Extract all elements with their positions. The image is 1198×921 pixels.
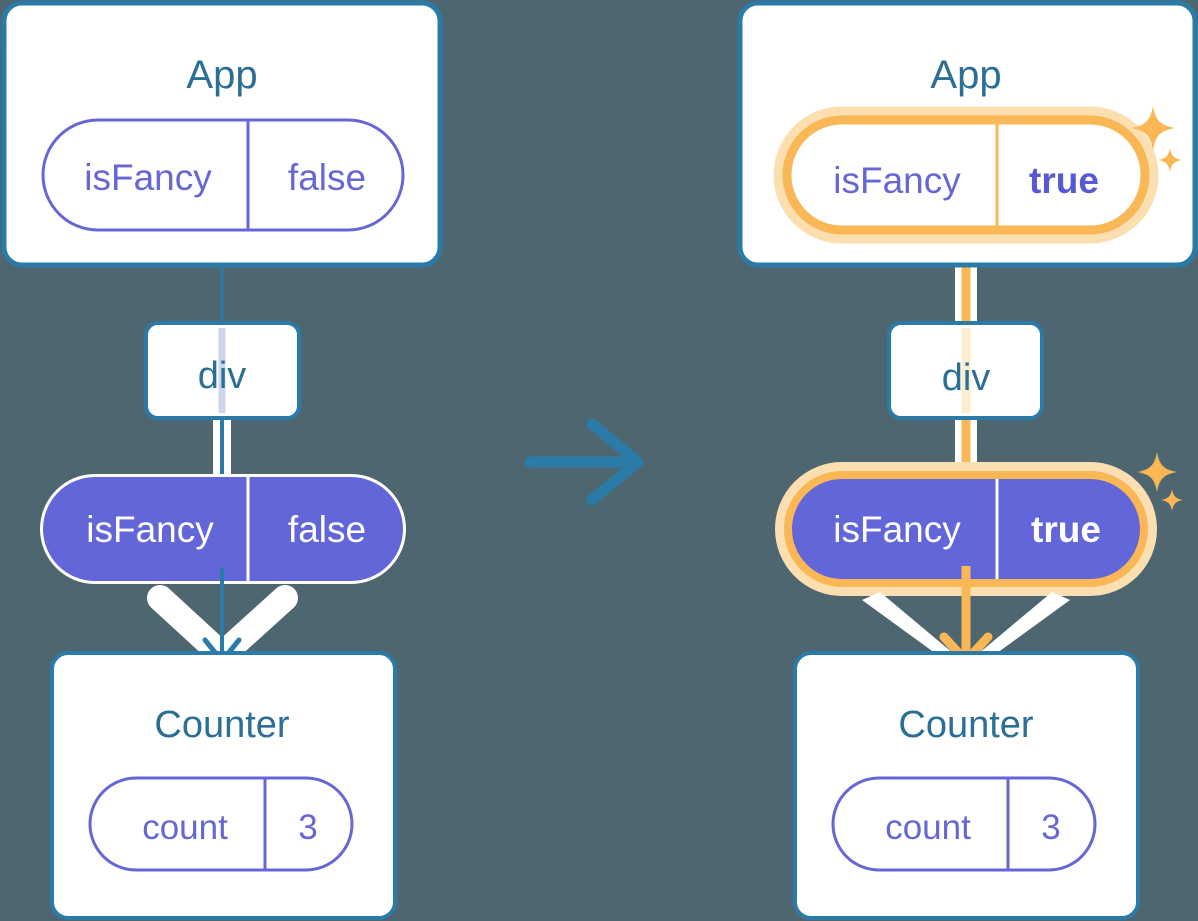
div-node-after: div [887,321,1044,420]
arrow-wing-left-after [862,592,966,664]
prop-pill-value-after: true [1031,509,1101,550]
counter-card-title: Counter [154,704,290,746]
prop-to-counter-arrow-after [862,566,1070,666]
app-state-pill-glow-after [773,106,1159,244]
prop-pill-key: isFancy [86,509,214,550]
prop-pill-body [43,477,403,581]
app-state-pill-after: isFancy true [773,106,1159,244]
counter-state-pill-body [88,776,354,872]
counter-state-pill: count 3 [88,776,354,872]
app-state-pill-body-after [782,115,1150,235]
app-state-pill-value-after: true [1029,160,1099,201]
counter-state-pill-key: count [142,808,228,847]
app-state-pill-key: isFancy [84,157,212,198]
div-node: div [144,321,301,420]
panel-after: App isFancy true div [737,0,1198,920]
prop-pill: isFancy false [40,474,406,584]
arrow-wing-right-after [966,592,1070,664]
app-card-title-after: App [930,53,1001,97]
app-card-title: App [186,53,257,97]
prop-pill-key-after: isFancy [833,509,961,550]
app-state-pill-body [41,118,405,232]
counter-state-pill-value-after: 3 [1041,808,1060,847]
app-state-pill-value: false [288,157,366,198]
counter-card-title-after: Counter [898,704,1034,746]
transition-right-arrow-icon [524,418,644,506]
div-node-title-after: div [942,357,991,399]
counter-state-pill-after: count 3 [831,776,1097,872]
app-state-pill-key-after: isFancy [833,160,961,201]
counter-state-pill-key-after: count [885,808,971,847]
div-node-title: div [198,355,247,397]
panel-before: App isFancy false div isFancy false [1,0,443,920]
prop-pill-value: false [288,509,366,550]
counter-state-pill-value: 3 [298,808,317,847]
app-state-pill: isFancy false [41,118,405,232]
counter-state-pill-body-after [831,776,1097,872]
